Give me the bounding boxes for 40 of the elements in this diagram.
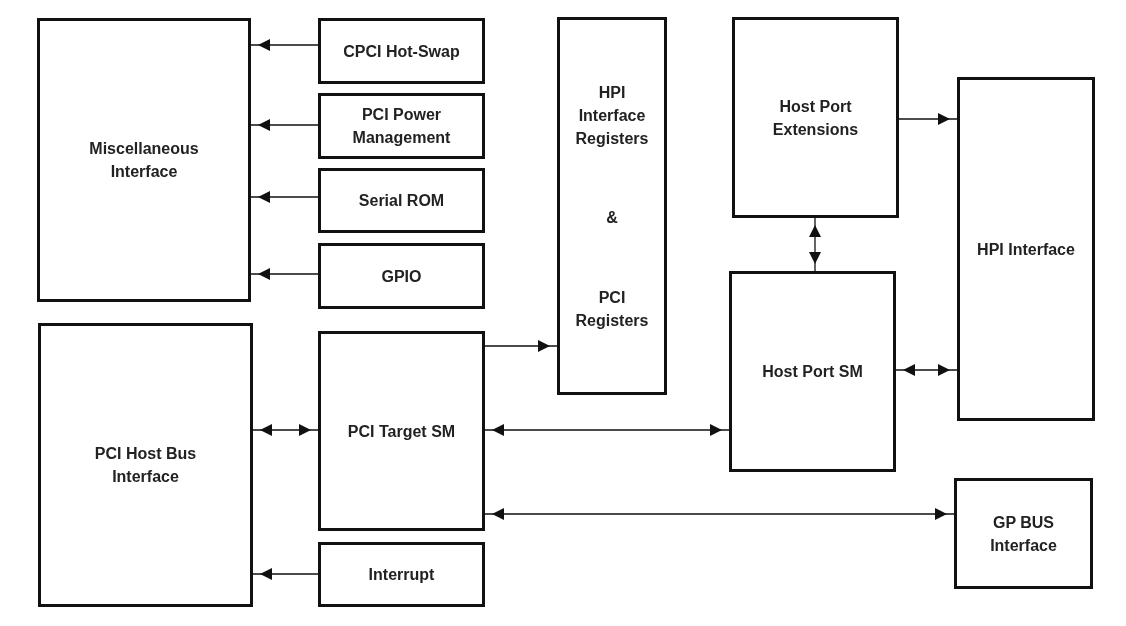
arrow	[250, 39, 319, 51]
block-label: HPI Interface Registers	[574, 82, 650, 149]
block-box	[38, 323, 253, 607]
block-label: PCI Target SM	[347, 421, 456, 442]
block-box	[318, 93, 485, 159]
block-label: GP BUS Interface	[989, 512, 1058, 556]
block-label: Host Port Extensions	[771, 96, 860, 140]
block-label: &	[606, 208, 618, 228]
arrow	[250, 119, 319, 131]
block-box	[318, 18, 485, 84]
arrow	[898, 113, 958, 125]
block-label: Interrupt	[368, 565, 435, 585]
block-label: Serial ROM	[358, 191, 445, 211]
block-box	[318, 168, 485, 233]
arrow	[484, 424, 730, 436]
block-label: Host Port SM	[762, 362, 863, 382]
block-label: PCI Power Management	[351, 105, 452, 148]
block-box	[957, 77, 1095, 421]
block-box	[318, 243, 485, 309]
arrow	[895, 364, 958, 376]
block-box	[37, 18, 251, 302]
arrow	[484, 340, 558, 352]
arrow	[809, 217, 821, 272]
block-box	[318, 542, 485, 607]
arrow	[250, 268, 319, 280]
block-label: HPI Interface	[977, 239, 1075, 260]
block-box	[557, 17, 667, 395]
block-box	[732, 17, 899, 218]
block-label: Miscellaneous Interface	[88, 139, 200, 182]
block-label: PCI Host Bus Interface	[93, 444, 198, 487]
block-box	[954, 478, 1093, 589]
block-box	[729, 271, 896, 472]
arrow	[252, 568, 319, 580]
block-label: PCI Registers	[574, 287, 650, 331]
block-label: CPCI Hot-Swap	[343, 41, 460, 62]
arrow	[250, 191, 319, 203]
arrow	[252, 424, 319, 436]
arrow	[484, 508, 955, 520]
block-label: GPIO	[381, 266, 422, 287]
block-box	[318, 331, 485, 531]
